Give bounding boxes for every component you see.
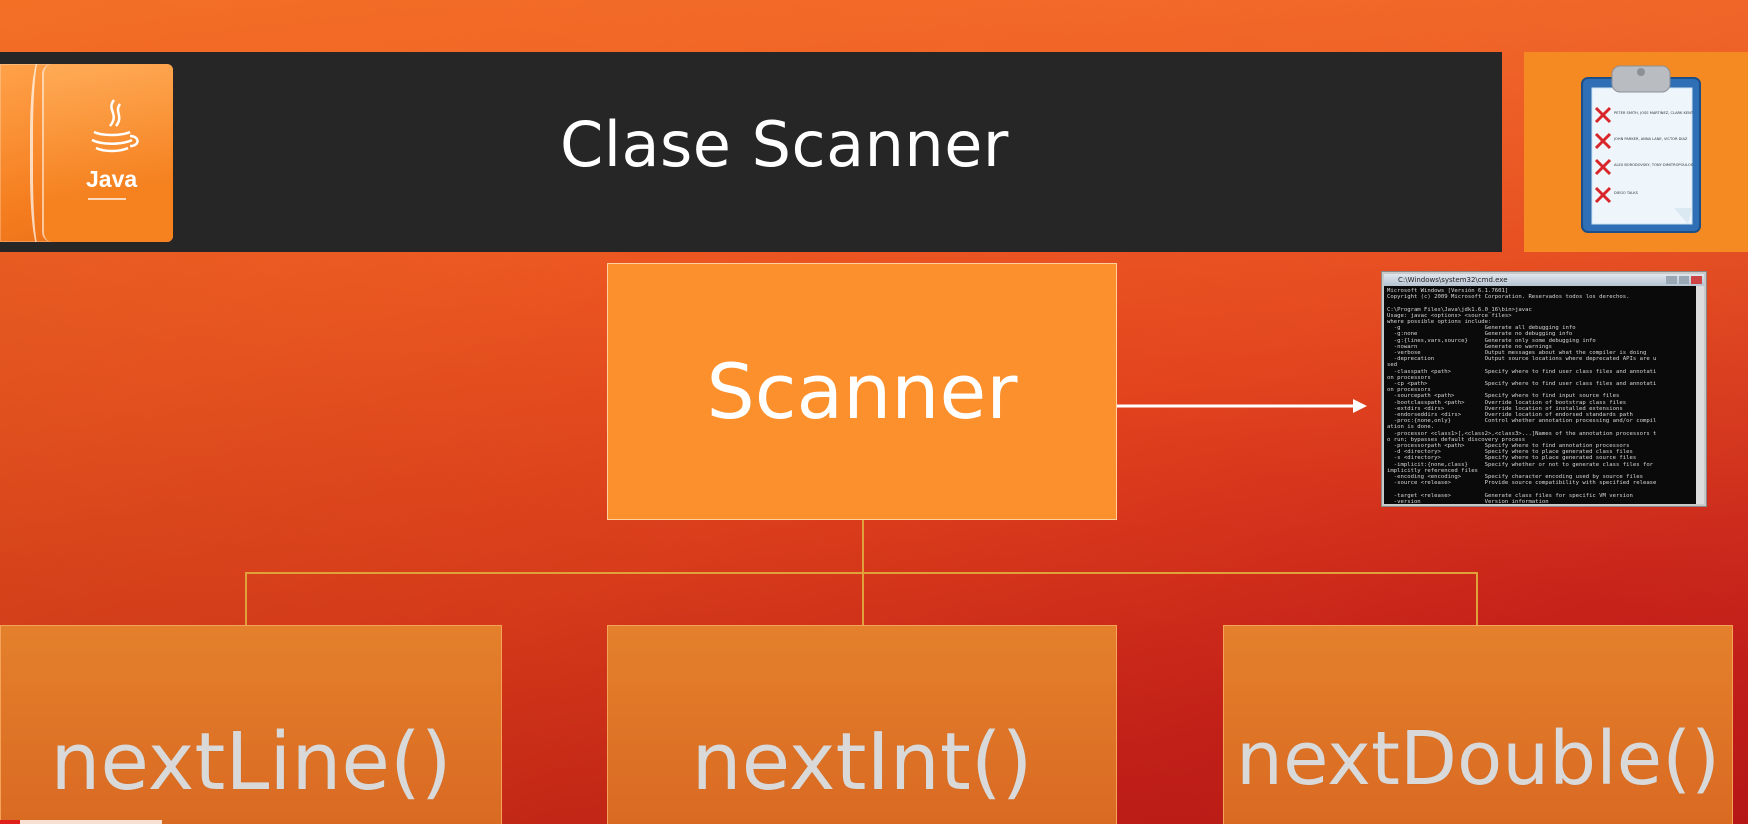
java-logo-text: Java <box>86 166 138 192</box>
clipboard-entry: JOHN PARKER, ANNA LANE, VICTOR DIAZ <box>1613 137 1688 141</box>
console-line: -g:none Generate no debugging info <box>1387 331 1573 338</box>
console-line: -sourcepath <path> Specify where to find… <box>1387 393 1620 400</box>
video-progress-played[interactable] <box>0 820 20 824</box>
clipboard-icon: PETER SMITH, JOSE MARTINEZ, CLARK KENT J… <box>1581 65 1701 233</box>
console-line: -classpath <path> Specify where to find … <box>1387 368 1657 375</box>
java-logo-icon <box>91 99 139 153</box>
console-line: -implicit:{none,class} Specify whether o… <box>1387 461 1654 468</box>
tree-connector <box>245 572 1478 574</box>
console-line: -cp <path> Specify where to find user cl… <box>1387 381 1657 388</box>
console-line: -d <directory> Specify where to place ge… <box>1387 449 1633 456</box>
method-box-nextdouble: nextDouble() <box>1223 625 1733 824</box>
java-logo-tile <box>0 64 173 242</box>
console-line: -target <release> Generate class files f… <box>1387 492 1633 499</box>
console-line: -encoding <encoding> Specify character e… <box>1387 474 1643 481</box>
arrow-right-icon <box>1117 399 1367 413</box>
console-line: -g:{lines,vars,source} Generate only som… <box>1387 337 1596 344</box>
console-line: -endorseddirs <dirs> Override location o… <box>1387 412 1633 419</box>
console-line: where possible options include: <box>1387 319 1492 326</box>
console-line: -processor <class1>[,<class2>,<class3>..… <box>1387 430 1657 437</box>
console-titlebar: C:\Windows\system32\cmd.exe <box>1384 274 1704 286</box>
video-progress-buffered[interactable] <box>20 820 162 824</box>
console-window: C:\Windows\system32\cmd.exe Microsoft Wi… <box>1382 272 1706 506</box>
console-line: -extdirs <dirs> Override location of ins… <box>1387 405 1623 412</box>
console-line: sed <box>1387 362 1398 369</box>
console-title: C:\Windows\system32\cmd.exe <box>1398 276 1508 284</box>
console-line: -bootclasspath <path> Override location … <box>1387 399 1627 406</box>
console-line: -nowarn Generate no warnings <box>1387 343 1553 350</box>
console-line: ation is done. <box>1387 424 1435 431</box>
scanner-box: Scanner <box>607 263 1117 520</box>
slide-title: Clase Scanner <box>560 108 1009 181</box>
console-line: -verbose Output messages about what the … <box>1387 350 1647 357</box>
method-box-nextint: nextInt() <box>607 625 1117 824</box>
method-label: nextLine() <box>50 716 452 808</box>
method-label: nextInt() <box>691 716 1033 808</box>
console-line: -g Generate all debugging info <box>1387 325 1576 332</box>
title-bar <box>0 52 1502 252</box>
tree-connector <box>1476 572 1478 625</box>
clipboard-entry: PETER SMITH, JOSE MARTINEZ, CLARK KENT <box>1614 111 1694 115</box>
console-line: o run; bypasses default discovery proces… <box>1387 436 1526 443</box>
clipboard-entry: ALEX BORODOVSKY, TONY DIMITROPOULOS <box>1614 163 1694 167</box>
console-line: -deprecation Output source locations whe… <box>1387 356 1657 363</box>
console-line: implicitly referenced files <box>1387 467 1478 474</box>
console-line: Microsoft Windows [Versión 6.1.7601] <box>1387 288 1509 294</box>
method-box-nextline: nextLine() <box>0 625 502 824</box>
scanner-label: Scanner <box>706 347 1018 436</box>
clipboard-entry: DIEGO TALKS <box>1614 191 1639 195</box>
console-line: -s <directory> Specify where to place ge… <box>1387 455 1637 462</box>
console-line: -processorpath <path> Specify where to f… <box>1387 443 1630 450</box>
console-line: on processors <box>1387 387 1431 394</box>
console-line: on processors <box>1387 374 1431 381</box>
console-line: Usage: javac <options> <source files> <box>1387 312 1512 319</box>
console-line: Copyright (c) 2009 Microsoft Corporation… <box>1387 294 1630 301</box>
console-scrollbar <box>1696 286 1704 504</box>
console-line: -proc:{none,only} Control whether annota… <box>1387 418 1657 425</box>
tree-connector <box>245 572 247 625</box>
console-output: Microsoft Windows [Versión 6.1.7601]Copy… <box>1384 286 1704 506</box>
console-line: C:\Program Files\Java\jdk1.6.0_16\bin>ja… <box>1387 306 1532 313</box>
method-label: nextDouble() <box>1236 716 1720 802</box>
console-line: -source <release> Provide source compati… <box>1387 480 1657 487</box>
console-line: -help Print a synopsis of standard optio… <box>1387 505 1696 506</box>
console-line: -version Version information <box>1387 498 1549 505</box>
